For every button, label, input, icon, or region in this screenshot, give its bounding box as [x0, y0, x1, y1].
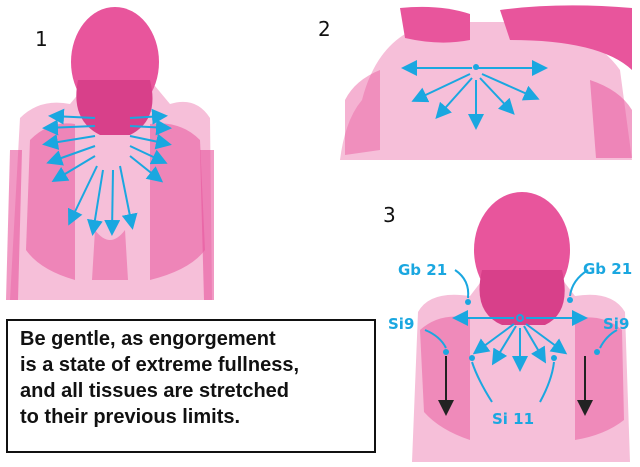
note-line-3: and all tissues are stretched — [20, 378, 364, 404]
si9-right-point — [594, 349, 600, 355]
gb21-left-point — [465, 299, 471, 305]
note-line-1: Be gentle, as engorgement — [20, 326, 364, 352]
note-line-4: to their previous limits. — [20, 404, 364, 430]
label-si9-left: Si9 — [388, 315, 414, 333]
panel-number-3: 3 — [383, 203, 396, 227]
gb21-right-point — [567, 297, 573, 303]
label-gb21-left: Gb 21 — [398, 261, 447, 279]
panel-number-2: 2 — [318, 17, 331, 41]
si11-right-point — [551, 355, 557, 361]
label-gb21-right: Gb 21 — [583, 260, 632, 278]
label-si11: Si 11 — [492, 410, 534, 428]
si11-left-point — [469, 355, 475, 361]
note-box: Be gentle, as engorgement is a state of … — [6, 319, 376, 453]
shoulders-figure-2 — [340, 5, 632, 160]
panel-number-1: 1 — [35, 27, 48, 51]
si9-left-point — [443, 349, 449, 355]
center-point-2 — [473, 64, 479, 70]
note-line-2: is a state of extreme fullness, — [20, 352, 364, 378]
label-si9-right: Si9 — [603, 315, 629, 333]
